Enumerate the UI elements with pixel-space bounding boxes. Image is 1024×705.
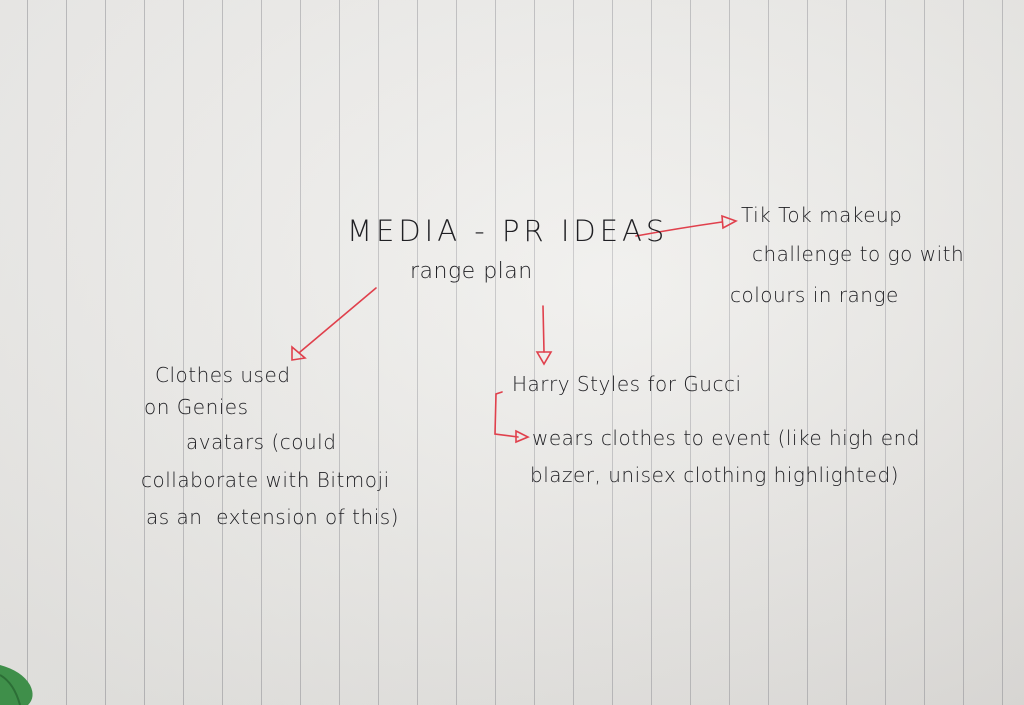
arrow-to-tiktok <box>635 221 723 237</box>
genies-line-4: collaborate with Bitmoji <box>141 468 390 492</box>
genies-line-2: on Genies <box>144 395 249 419</box>
harry-line: Harry Styles for Gucci <box>512 372 742 396</box>
arrow-to-harry <box>542 305 545 353</box>
tiktok-line-1: Tik Tok makeup <box>741 203 903 227</box>
tiktok-line-2: challenge to go with <box>752 242 965 266</box>
arrow-to-harry-head <box>535 351 553 366</box>
genies-line-1: Clothes used <box>155 363 291 387</box>
event-line-1: wears clothes to event (like high end <box>532 426 920 450</box>
tiktok-line-3: colours in range <box>730 283 899 307</box>
arrow-to-genies-head <box>291 345 307 361</box>
arrow-to-tiktok-head <box>721 214 738 230</box>
genies-line-5: as an extension of this) <box>146 505 399 529</box>
plant-leaf-corner <box>0 665 33 705</box>
bracket <box>494 391 519 438</box>
genies-line-3: avatars (could <box>186 430 337 454</box>
note-subtitle: range plan <box>410 259 533 284</box>
arrow-to-genies <box>299 287 377 353</box>
arrow-to-event-head <box>515 429 530 444</box>
note-title: MEDIA - PR IDEAS <box>347 214 669 248</box>
event-line-2: blazer, unisex clothing highlighted) <box>530 463 899 487</box>
